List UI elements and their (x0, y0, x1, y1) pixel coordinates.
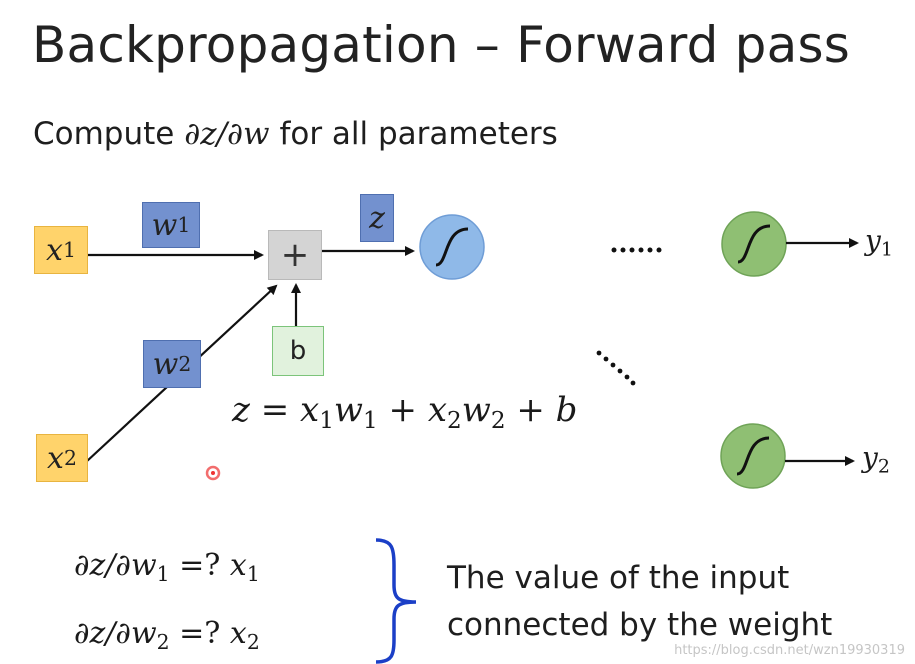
sigmoid-icon (737, 224, 771, 264)
slide-title: Backpropagation – Forward pass (32, 16, 850, 74)
explanation-line-1: The value of the input (447, 560, 790, 596)
slide-subtitle: Compute ∂z/∂w for all parameters (33, 116, 558, 152)
z-label-box: z (360, 194, 394, 242)
subtitle-suffix: for all parameters (269, 116, 558, 152)
laser-pointer-dot (205, 465, 221, 481)
z-equation: z = x1w1 + x2w2 + b (232, 390, 578, 434)
output-neuron-1 (721, 211, 787, 277)
sum-node: + (268, 230, 322, 280)
output-y2-label: y2 (862, 441, 890, 478)
subtitle-prefix: Compute (33, 116, 185, 152)
derivative-w2-row: ∂z/∂w2 =? x2 (74, 616, 260, 655)
ellipsis-diagonal-dots (596, 350, 636, 386)
output-neuron-2 (720, 423, 786, 489)
bias-box: b (272, 326, 324, 376)
sigmoid-icon (736, 436, 770, 476)
curly-brace-icon (375, 538, 417, 664)
watermark: https://blog.csdn.net/wzn19930319 (674, 643, 905, 658)
output-y1-label: y1 (865, 224, 893, 261)
explanation-line-2: connected by the weight (447, 607, 833, 643)
subtitle-math: ∂z/∂w (184, 116, 270, 152)
ellipsis-horizontal-dots (611, 247, 662, 253)
derivative-w1-row: ∂z/∂w1 =? x1 (74, 548, 260, 587)
derivative-explanation: The value of the input connected by the … (447, 555, 832, 649)
sigmoid-icon (435, 227, 469, 267)
neuron-blue (419, 214, 485, 280)
